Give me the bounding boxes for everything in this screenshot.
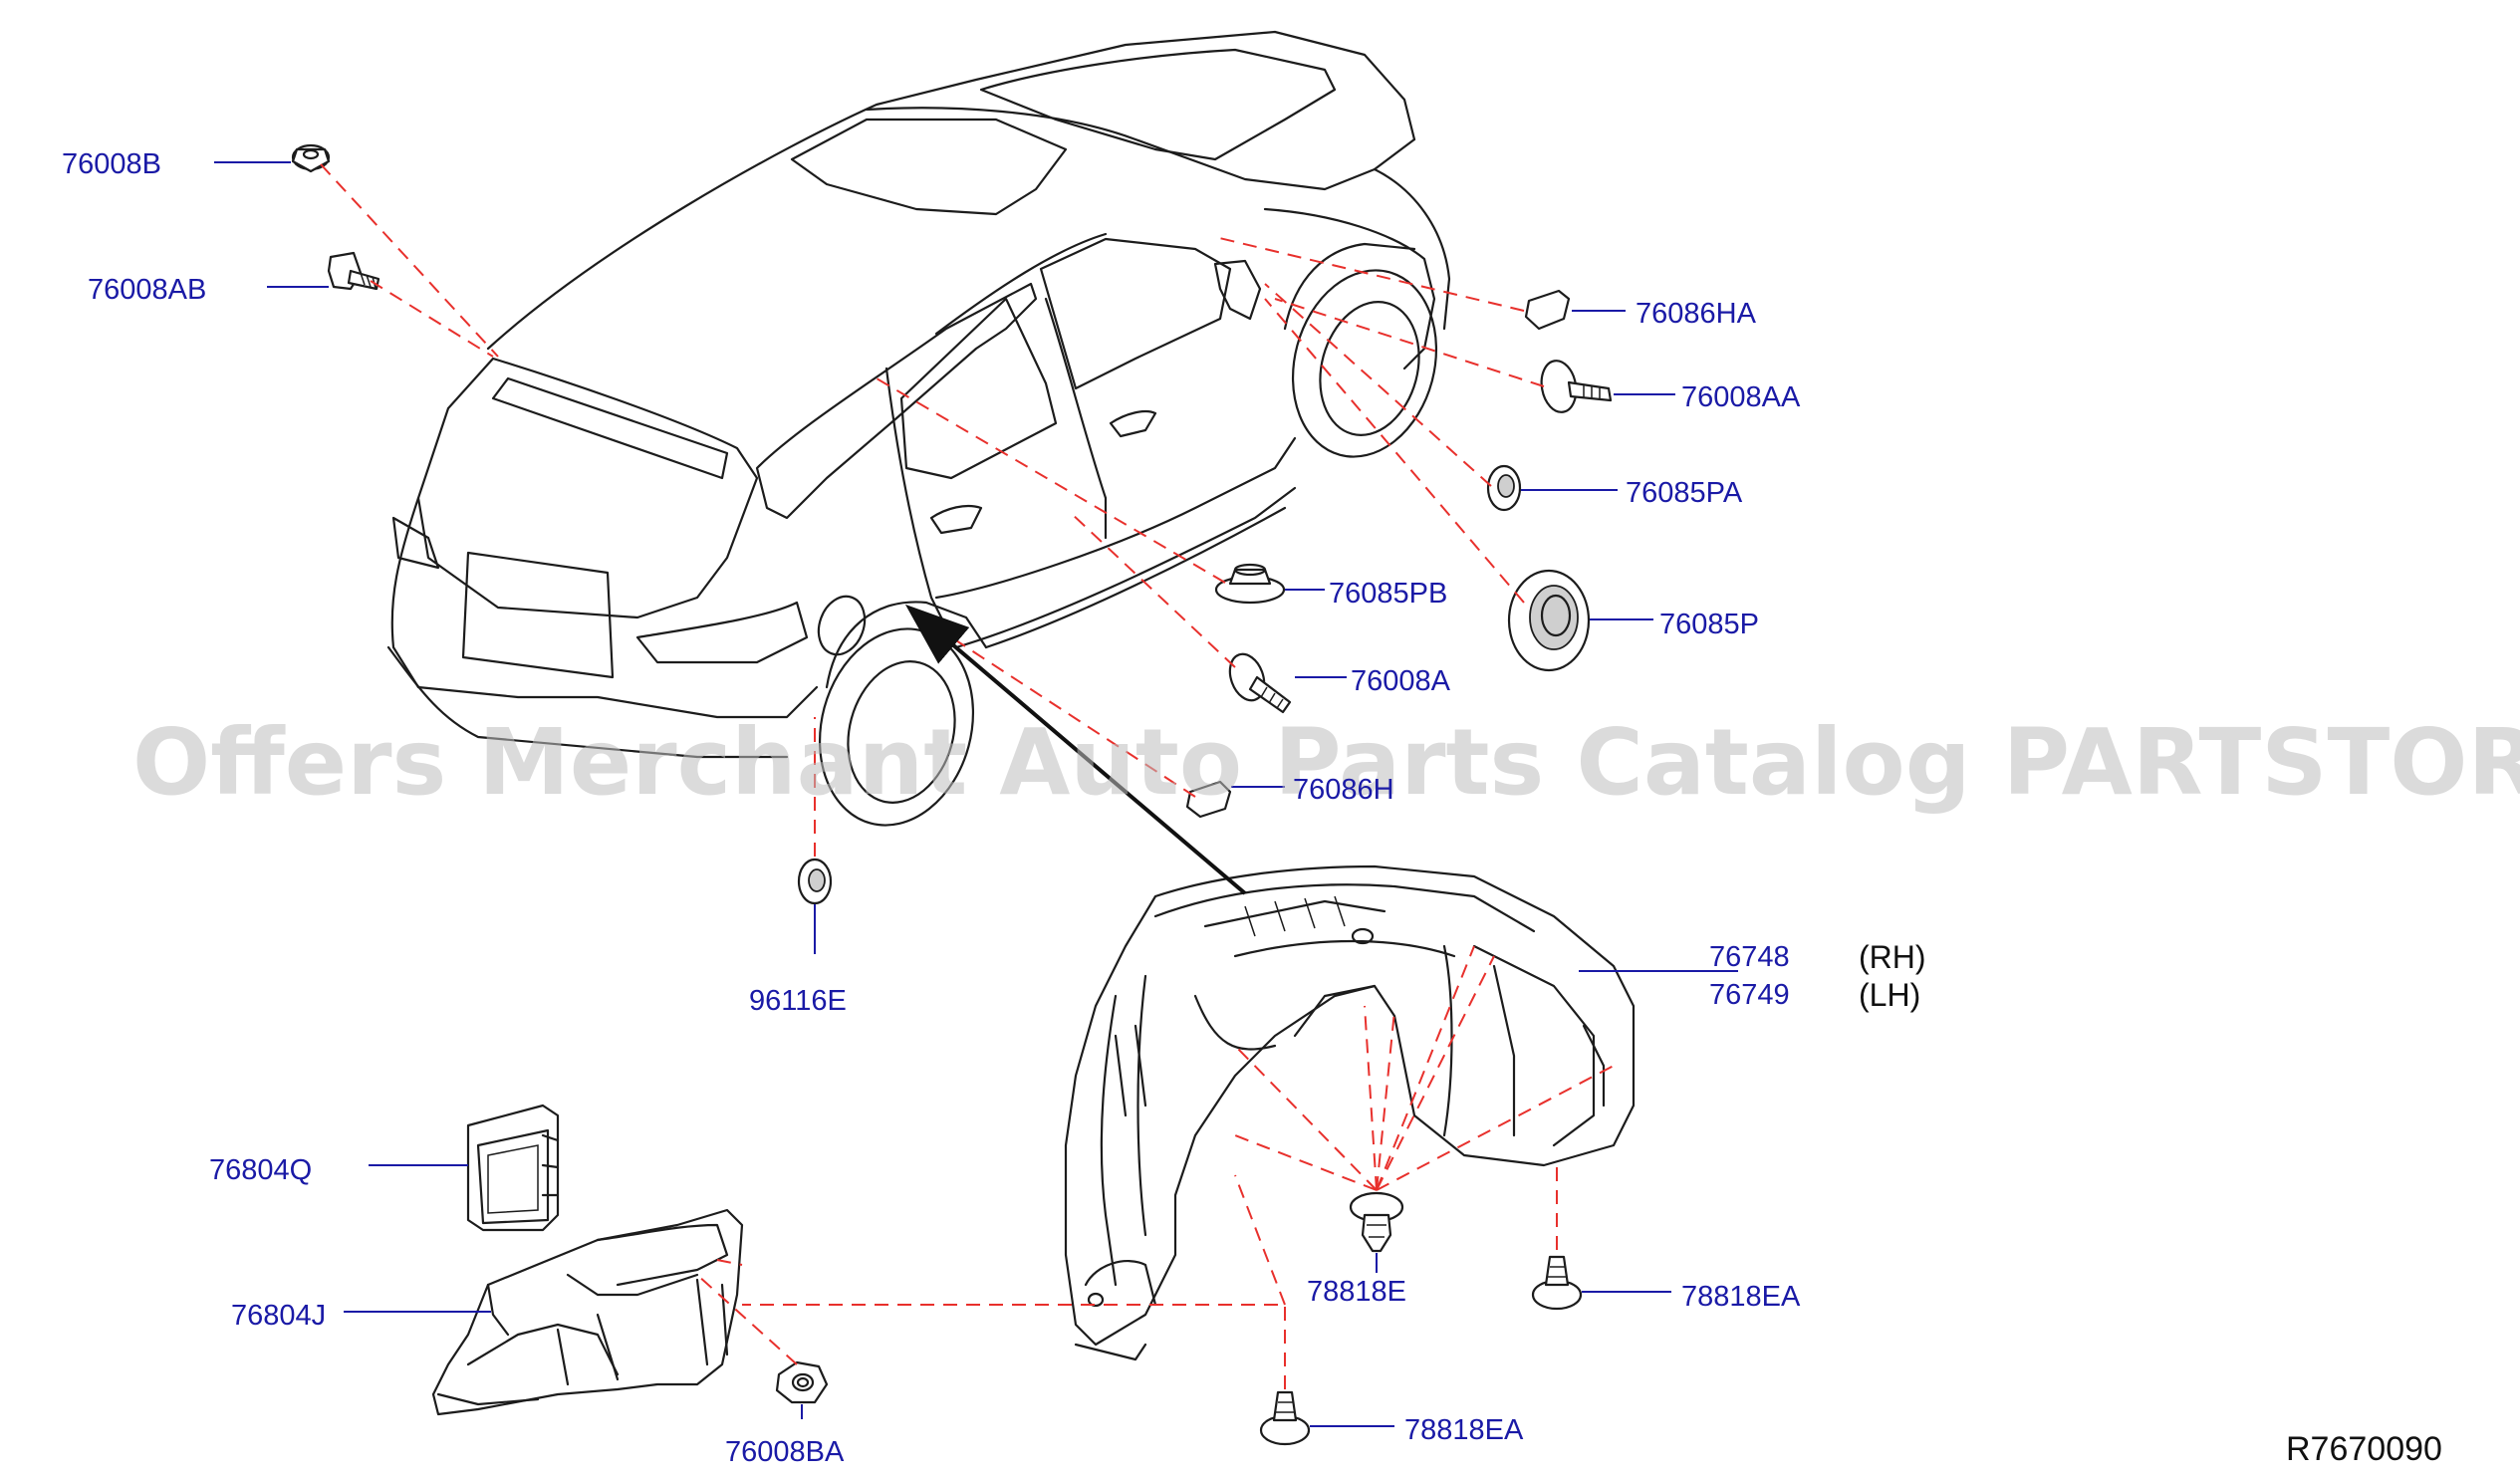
vehicle-illustration <box>386 30 1451 827</box>
label-76008B: 76008B <box>62 148 161 180</box>
label-76086H: 76086H <box>1293 774 1394 806</box>
watermark: Offers Merchant Auto Parts Catalog PARTS… <box>132 709 2520 816</box>
label-76008AB: 76008AB <box>88 274 206 306</box>
label-76008A: 76008A <box>1351 665 1451 697</box>
label-76085PB: 76085PB <box>1329 578 1447 610</box>
nut-76008BA-icon <box>775 1360 829 1404</box>
pad-76086H-icon <box>1185 780 1232 819</box>
bolt-76008AA-icon <box>1540 360 1613 413</box>
part-labels: 76008B 76008AB 76086HA 76008AA 76085PA 7… <box>62 148 1926 1468</box>
grommet-76085PA-icon <box>1486 464 1522 512</box>
label-76748: 76748 <box>1709 941 1790 973</box>
label-76749: 76749 <box>1709 979 1790 1011</box>
splash-guard-illustration <box>431 1104 744 1416</box>
plug-76085PB-icon <box>1214 563 1286 605</box>
label-76804Q: 76804Q <box>209 1154 312 1186</box>
label-lh: (LH) <box>1859 977 1920 1013</box>
grommet-96116E-icon <box>797 858 833 905</box>
bolt-76008AB-icon <box>327 251 380 291</box>
label-76086HA: 76086HA <box>1636 298 1757 330</box>
bolt-76008A-icon <box>1228 652 1292 714</box>
label-96116E: 96116E <box>749 985 847 1017</box>
label-76085P: 76085P <box>1659 609 1759 640</box>
clip-78818EA-bottom-icon <box>1259 1390 1311 1446</box>
fender-liner-illustration <box>1064 864 1636 1361</box>
grommet-76085P-icon <box>1507 569 1591 672</box>
label-76008BA: 76008BA <box>725 1436 845 1468</box>
pad-76086HA-icon <box>1524 289 1571 331</box>
clip-78818EA-right-icon <box>1531 1255 1583 1311</box>
install-arrow <box>904 604 1247 895</box>
label-76804J: 76804J <box>231 1300 326 1332</box>
fastener-icons <box>291 143 1613 1446</box>
label-78818E: 78818E <box>1307 1276 1406 1308</box>
dashed-position-lines <box>320 163 1615 1389</box>
label-78818EA-bottom: 78818EA <box>1404 1414 1524 1446</box>
label-78818EA-right: 78818EA <box>1681 1281 1801 1313</box>
nut-76008B-icon <box>291 143 331 173</box>
label-76008AA: 76008AA <box>1681 381 1801 413</box>
reference-number: R7670090 <box>2286 1430 2442 1468</box>
label-rh: (RH) <box>1859 939 1926 975</box>
leader-lines <box>214 161 1738 1427</box>
label-76085PA: 76085PA <box>1626 477 1743 509</box>
clip-78818E-icon <box>1349 1191 1404 1253</box>
